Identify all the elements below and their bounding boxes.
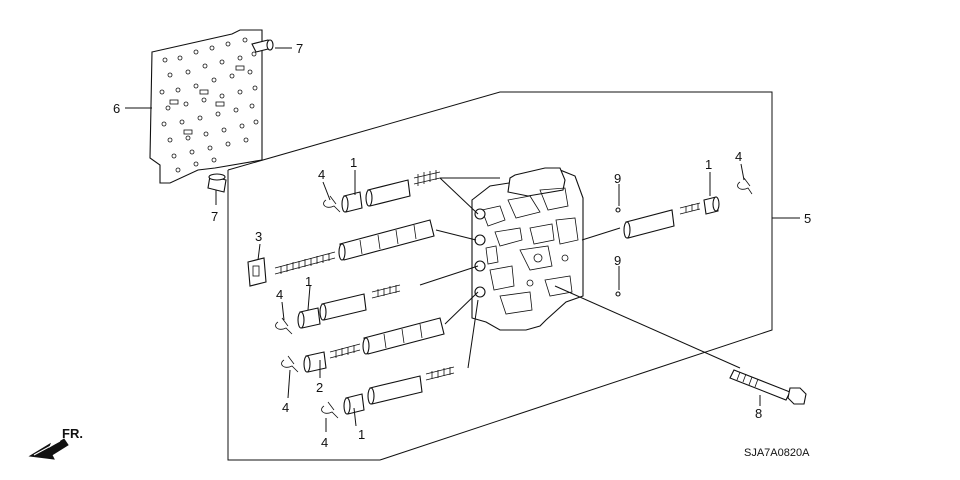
front-direction-label: FR. [62,426,83,441]
callout-1-bottom: 1 [358,427,366,442]
dowel-pin-upper [251,39,274,53]
flange-bolt [729,369,807,405]
callout-4-upper-left: 4 [318,167,326,182]
callout-4-right: 4 [735,149,743,164]
callout-1-middle-left: 1 [305,274,313,289]
clip-parts [275,177,753,419]
callout-4-bottom: 4 [321,435,329,450]
valve-set-bottom [343,366,455,415]
dowel-pin-lower [207,173,227,193]
cover-plate-small [247,257,267,287]
valve-set-long [274,219,435,275]
valve-set-upper [341,170,441,213]
assembly-frame [227,91,800,461]
valve-set-right [623,196,720,239]
drawing-code: SJA7A0820A [744,447,810,459]
callout-1-upper-left: 1 [350,155,358,170]
callout-7-upper: 7 [296,41,304,56]
callout-5: 5 [804,211,812,226]
callout-6: 6 [113,101,121,116]
callout-9-lower: 9 [614,253,622,268]
valve-set-middle [297,284,401,329]
callout-1-right: 1 [705,157,713,172]
front-direction-arrow-icon [28,438,69,460]
valve-set-lower [303,317,445,373]
callout-4-middle-left: 4 [276,287,284,302]
check-ball-upper [615,207,621,213]
callout-7-lower: 7 [211,209,219,224]
callout-8: 8 [755,406,763,421]
callout-3: 3 [255,229,263,244]
separator-plate [149,29,263,184]
callout-2: 2 [316,380,324,395]
valve-leader-lines [419,177,741,369]
callout-leaders [125,47,761,432]
callout-4-lower-left: 4 [282,400,290,415]
callout-9-upper: 9 [614,171,622,186]
check-ball-lower [615,291,621,297]
main-valve-body [471,167,584,331]
